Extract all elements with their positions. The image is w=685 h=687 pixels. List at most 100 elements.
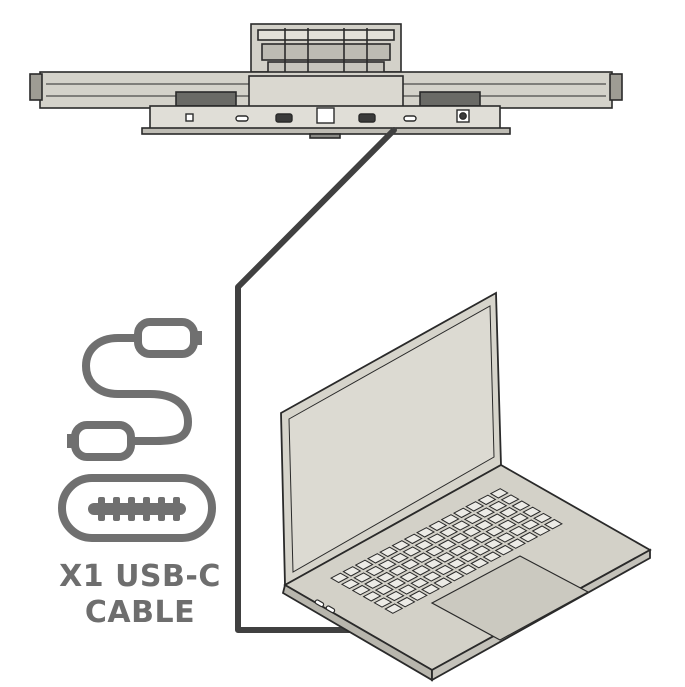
keyboard-key xyxy=(428,520,448,532)
keyboard-key xyxy=(385,590,405,602)
keyboard-key xyxy=(425,545,445,557)
keyboard-key xyxy=(465,501,485,512)
keyboard-key xyxy=(483,538,503,550)
keyboard-key xyxy=(364,578,384,589)
keyboard-key xyxy=(400,558,420,570)
connection-cable xyxy=(235,127,397,633)
port-pin xyxy=(173,497,180,521)
keyboard-key xyxy=(519,531,539,543)
laptop-trackpad xyxy=(430,555,590,641)
keyboard-key xyxy=(494,544,514,556)
port-pin xyxy=(98,497,105,521)
dc-port xyxy=(185,113,194,122)
keyboard-key xyxy=(439,526,459,538)
keyboard-key xyxy=(354,559,374,571)
keyboard-key xyxy=(474,519,494,531)
keyboard-key xyxy=(488,500,508,512)
usb-c-port-icon xyxy=(403,115,417,122)
keyboard-key xyxy=(396,596,416,608)
usb-c-port-large-icon xyxy=(58,474,216,542)
usb-c-cable-icon xyxy=(67,318,202,461)
keyboard-key xyxy=(410,577,430,589)
hdmi-port-right xyxy=(358,113,376,123)
keyboard-key xyxy=(399,571,419,583)
keyboard-key xyxy=(402,546,422,557)
keyboard-key xyxy=(376,571,396,583)
keyboard-key xyxy=(330,572,350,584)
keyboard-key xyxy=(448,545,468,557)
keyboard-key xyxy=(482,551,502,562)
keyboard-key xyxy=(426,533,446,544)
port-pin xyxy=(158,497,165,521)
keyboard-key xyxy=(379,546,399,558)
keyboard-key xyxy=(531,525,551,536)
dock-ports xyxy=(185,107,470,124)
keyboard-key xyxy=(413,552,433,563)
keyboard-key xyxy=(509,513,529,524)
keyboard-key xyxy=(459,551,479,563)
laptop-keyboard xyxy=(330,488,563,614)
keyboard-key xyxy=(434,564,454,576)
keyboard-key xyxy=(391,540,411,551)
port-pin xyxy=(128,497,135,521)
keyboard-key xyxy=(362,591,382,602)
caption-line-1: X1 USB-C xyxy=(59,559,221,594)
keyboard-key xyxy=(408,590,428,601)
keyboard-key xyxy=(457,564,477,575)
keyboard-key xyxy=(365,565,385,577)
keyboard-key xyxy=(497,519,517,531)
keyboard-key xyxy=(374,584,394,596)
keyboard-key xyxy=(445,570,465,582)
keyboard-key xyxy=(463,513,483,525)
keyboard-key xyxy=(460,539,480,550)
keyboard-key xyxy=(522,506,542,518)
keyboard-key xyxy=(421,583,441,595)
keyboard-key xyxy=(351,584,371,596)
keyboard-key xyxy=(373,597,393,608)
keyboard-key xyxy=(377,559,397,570)
keyboard-key xyxy=(416,527,436,538)
keyboard-key xyxy=(423,558,443,570)
keyboard-key xyxy=(390,552,410,564)
keyboard-key xyxy=(533,512,553,524)
port-pin xyxy=(113,497,120,521)
keyboard-key xyxy=(437,539,457,550)
keyboard-key xyxy=(485,526,505,537)
keyboard-key xyxy=(353,572,373,583)
mounted-dock-device xyxy=(29,23,623,139)
keyboard-key xyxy=(342,566,362,577)
keyboard-key xyxy=(520,519,540,530)
caption-line-2: CABLE xyxy=(84,595,196,630)
keyboard-key xyxy=(436,552,456,563)
usb-c-port-left xyxy=(235,115,249,122)
keyboard-key xyxy=(387,578,407,589)
keyboard-key xyxy=(397,584,417,595)
keyboard-key xyxy=(452,507,472,519)
keyboard-key xyxy=(489,488,509,499)
keyboard-key xyxy=(433,577,453,588)
keyboard-key xyxy=(471,545,491,556)
keyboard-key xyxy=(470,557,490,569)
keyboard-key xyxy=(543,518,563,530)
keyboard-key xyxy=(499,506,519,518)
keyboard-key xyxy=(422,571,442,582)
keyboard-key xyxy=(462,526,482,537)
keyboard-key xyxy=(508,525,528,537)
keyboard-key xyxy=(496,532,516,543)
keyboard-key xyxy=(440,514,460,525)
keyboard-key xyxy=(384,603,404,614)
keyboard-key xyxy=(473,532,493,544)
laptop xyxy=(280,291,652,682)
hdmi-port-left xyxy=(275,113,293,123)
laptop-screen xyxy=(288,305,495,573)
ethernet-port xyxy=(316,107,335,124)
keyboard-key xyxy=(477,494,497,506)
keyboard-key xyxy=(476,507,496,518)
keyboard-key xyxy=(414,539,434,551)
keyboard-key xyxy=(388,565,408,576)
keyboard-key xyxy=(486,513,506,524)
keyboard-key xyxy=(447,558,467,569)
keyboard-key xyxy=(450,532,470,544)
keyboard-key xyxy=(403,533,423,545)
